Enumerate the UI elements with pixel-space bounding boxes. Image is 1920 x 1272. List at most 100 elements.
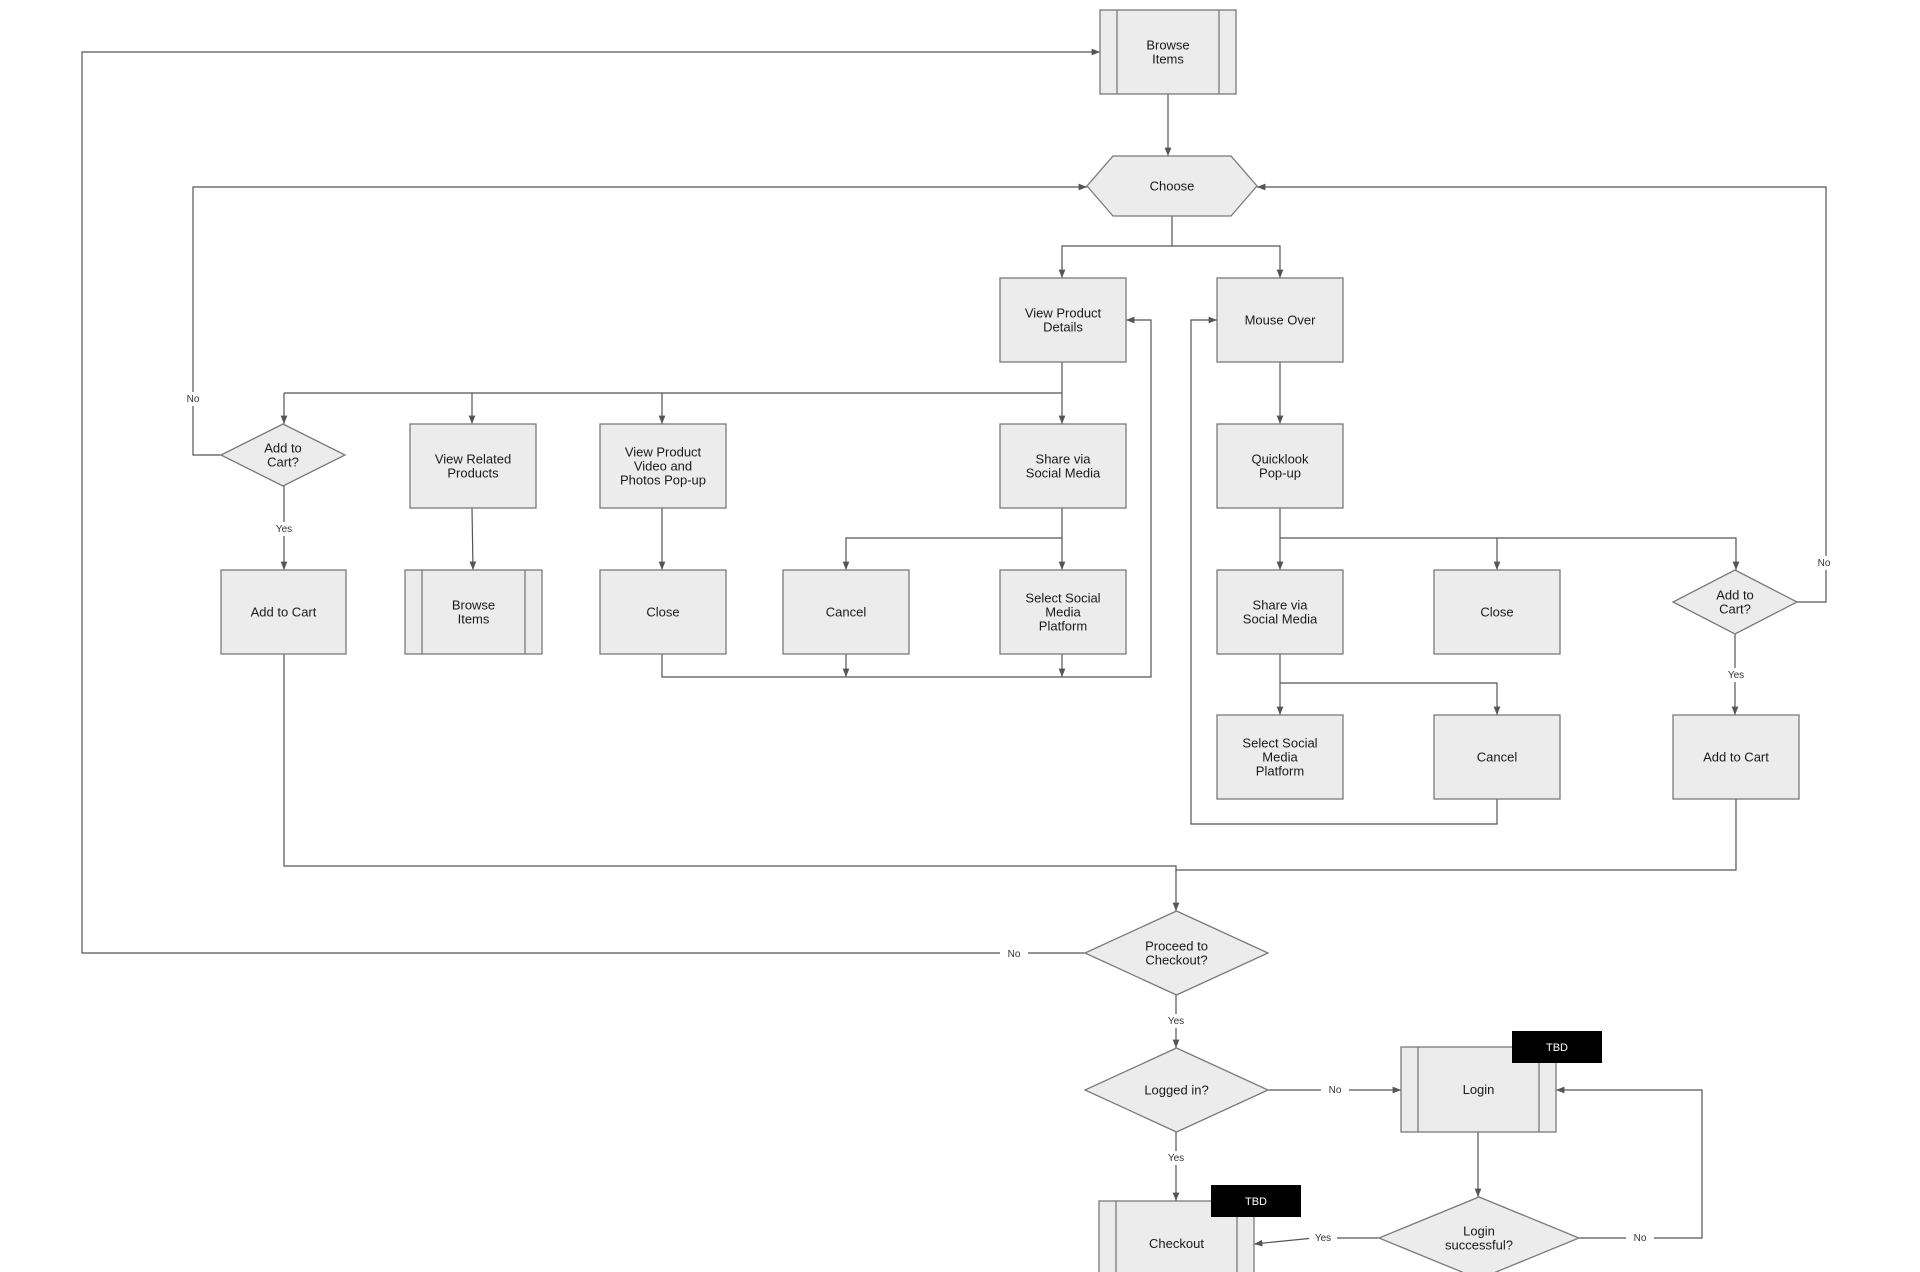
node-shape [1216, 277, 1344, 363]
node-shape [1083, 910, 1270, 996]
node-shape [409, 423, 537, 509]
tag-label: TBD [1245, 1196, 1267, 1208]
node-label: Cart? [1719, 602, 1751, 617]
node-shape [599, 569, 727, 655]
connector-choose-to-mouseover [1172, 245, 1284, 278]
node-shape [220, 569, 347, 655]
node-shape [1377, 1196, 1581, 1272]
connectors [81, 48, 1827, 1247]
connector-quicklook-bus [1280, 537, 1740, 570]
connector-label-yes-login: Yes [1315, 1233, 1331, 1244]
connector-close-left-return [661, 316, 1152, 678]
node-label: View Related [435, 452, 511, 467]
tags: TBD TBD [1211, 1031, 1602, 1217]
connector-success-no-to-login [1556, 1086, 1703, 1239]
node-label: Photos Pop-up [620, 473, 706, 488]
node-label: Browse [1146, 38, 1189, 53]
connector-addcart-q-right-no [1257, 183, 1827, 603]
node-close-left: Close [599, 569, 727, 655]
connector-choose-split [1058, 216, 1173, 278]
connector-checkout-no-to-browse [81, 48, 1100, 954]
node-shape [1433, 569, 1561, 655]
node-label: Pop-up [1259, 466, 1301, 481]
node-shape [1433, 714, 1561, 800]
node-label: Items [1152, 52, 1184, 67]
tag-checkout-badge: TBD [1211, 1185, 1301, 1217]
connector-label-yes-logged: Yes [1168, 1153, 1184, 1164]
node-shape [999, 569, 1127, 655]
node-label: Details [1043, 320, 1083, 335]
node-shape [219, 423, 347, 487]
node-label: Share via [1253, 598, 1309, 613]
node-label: Logged in? [1144, 1083, 1208, 1098]
connector-label-bg [1810, 556, 1838, 570]
connector-label-bg [270, 522, 298, 536]
node-label: Media [1262, 750, 1298, 765]
connector-label-bg [1722, 668, 1750, 682]
connector-label-bg [1000, 947, 1028, 961]
node-logged-in: Logged in? [1083, 1047, 1270, 1133]
connector-addcart-right-to-checkout [1176, 799, 1737, 871]
node-label: Checkout? [1145, 953, 1207, 968]
connector-label-yes-left: Yes [276, 524, 292, 535]
node-label: Select Social [1242, 736, 1317, 751]
tag-box [1211, 1185, 1301, 1217]
node-label: Products [447, 466, 499, 481]
node-shape [1216, 423, 1344, 509]
connector-label-no-left: No [187, 394, 200, 405]
node-label: Items [458, 612, 490, 627]
node-label: Cart? [267, 455, 299, 470]
connector-share-to-cancel [842, 537, 1062, 570]
node-shape [404, 569, 543, 655]
connector-label-no-right: No [1818, 558, 1831, 569]
node-label: Share via [1036, 452, 1092, 467]
node-label: Cancel [826, 605, 867, 620]
node-label: Login [1463, 1082, 1495, 1097]
node-cancel-right: Cancel [1433, 714, 1561, 800]
connector-label-yes-right: Yes [1728, 670, 1744, 681]
node-label: Choose [1150, 179, 1195, 194]
node-shape [782, 569, 910, 655]
connector-cancel-right-return [1190, 316, 1498, 825]
node-label: successful? [1445, 1238, 1513, 1253]
node-choose: Choose [1086, 155, 1258, 217]
node-label: Checkout [1149, 1236, 1204, 1251]
connector-label-bg [179, 392, 207, 406]
node-label: Close [646, 605, 679, 620]
connector-label-bg [1321, 1083, 1349, 1097]
connector-related-to-browse [469, 507, 477, 571]
node-shape [1216, 714, 1344, 800]
connector-addcart-q-no-to-choose [192, 183, 1087, 456]
node-label: Proceed to [1145, 939, 1208, 954]
node-add-cart-left: Add to Cart [220, 569, 347, 655]
node-close-right: Close [1433, 569, 1561, 655]
node-shape [999, 277, 1127, 363]
node-shape [1083, 1047, 1270, 1133]
connector-share-right-to-cancel [1280, 682, 1501, 715]
node-label: Social Media [1026, 466, 1101, 481]
node-cancel-left: Cancel [782, 569, 910, 655]
connector-label-bg [1162, 1151, 1190, 1165]
node-label: Cancel [1477, 750, 1518, 765]
node-label: Media [1045, 605, 1081, 620]
node-mouse-over: Mouse Over [1216, 277, 1344, 363]
node-shape [1671, 569, 1799, 635]
node-shape [1086, 155, 1258, 217]
connector-label-no-logged: No [1329, 1085, 1342, 1096]
node-label: Platform [1039, 619, 1087, 634]
node-shape [599, 423, 727, 509]
node-label: Add to [1716, 588, 1754, 603]
tag-login-badge: TBD [1512, 1031, 1602, 1063]
